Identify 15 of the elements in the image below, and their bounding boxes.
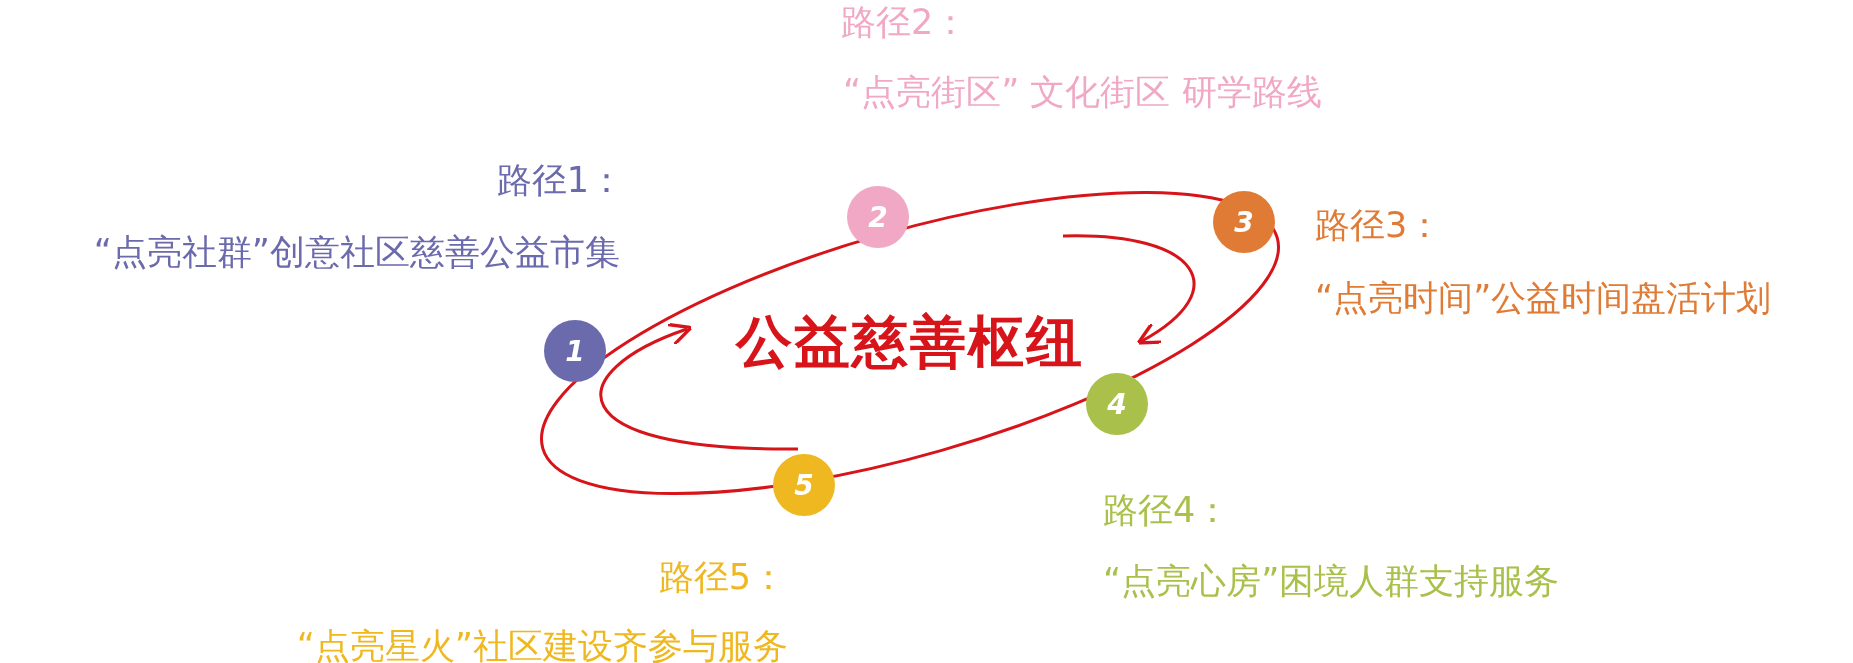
path-description: “点亮街区” 文化街区 研学路线 xyxy=(843,72,1322,112)
path-title: 路径5： xyxy=(658,557,786,597)
number-circle: 1 xyxy=(544,320,606,382)
number-circle: 5 xyxy=(773,454,835,516)
number-circle: 2 xyxy=(847,186,909,248)
number-circle: 4 xyxy=(1086,373,1148,435)
path-title: 路径2： xyxy=(841,2,969,42)
path-description: “点亮时间”公益时间盘活计划 xyxy=(1315,278,1772,318)
path-description: “点亮心房”困境人群支持服务 xyxy=(1103,561,1560,601)
path-title: 路径1： xyxy=(496,160,624,200)
path-title: 路径4： xyxy=(1103,490,1231,530)
path-title: 路径3： xyxy=(1315,205,1443,245)
path-description: “点亮社群”创意社区慈善公益市集 xyxy=(93,232,620,272)
number-circle: 3 xyxy=(1213,191,1275,253)
hub-title: 公益慈善枢纽 xyxy=(736,308,1084,376)
